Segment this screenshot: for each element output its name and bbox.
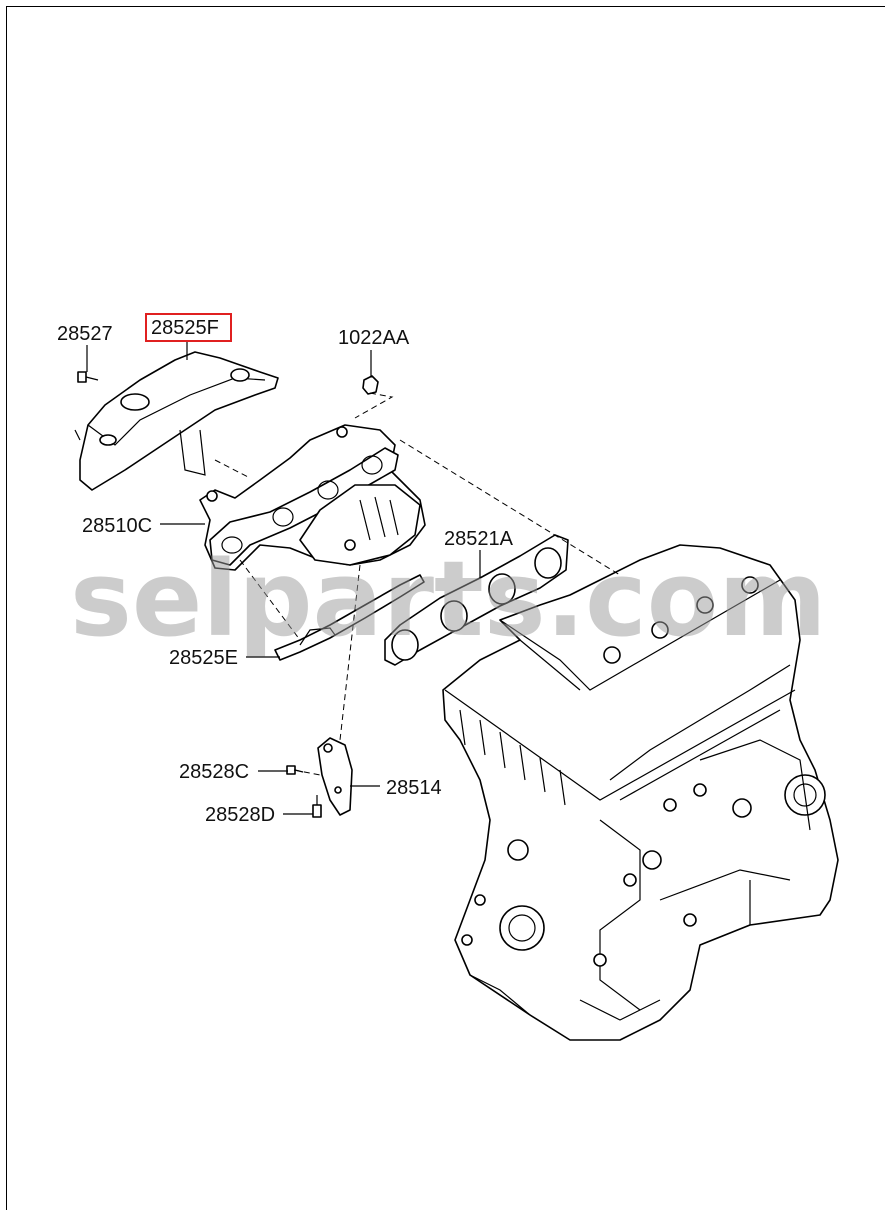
label-28528C[interactable]: 28528C	[179, 761, 249, 783]
page-frame	[6, 6, 885, 1210]
watermark: selparts.com	[70, 538, 827, 660]
leader-lines	[86, 341, 481, 815]
bolt-28527[interactable]	[77, 371, 99, 383]
heat-protector-28525F[interactable]	[74, 351, 279, 491]
label-28528D[interactable]: 28528D	[205, 804, 275, 826]
label-1022AA[interactable]: 1022AA	[338, 327, 410, 349]
heat-shield-28525E[interactable]	[274, 574, 425, 661]
label-28525F[interactable]: 28525F	[151, 317, 219, 339]
assembly-dash-lines	[214, 392, 621, 776]
label-28521A[interactable]: 28521A	[444, 528, 514, 550]
label-28525E[interactable]: 28525E	[169, 647, 238, 669]
label-28510C[interactable]: 28510C	[82, 515, 152, 537]
nut-1022AA[interactable]	[362, 375, 379, 395]
bolt-28528D[interactable]	[312, 795, 322, 818]
gasket-28521A[interactable]	[384, 534, 569, 666]
engine-block[interactable]	[442, 544, 839, 1041]
bracket-28514[interactable]	[317, 737, 353, 816]
label-28514[interactable]: 28514	[386, 777, 442, 799]
label-28527[interactable]: 28527	[57, 323, 113, 345]
exhaust-manifold-28510C[interactable]	[199, 424, 426, 571]
highlight-box-28525F	[145, 313, 232, 342]
